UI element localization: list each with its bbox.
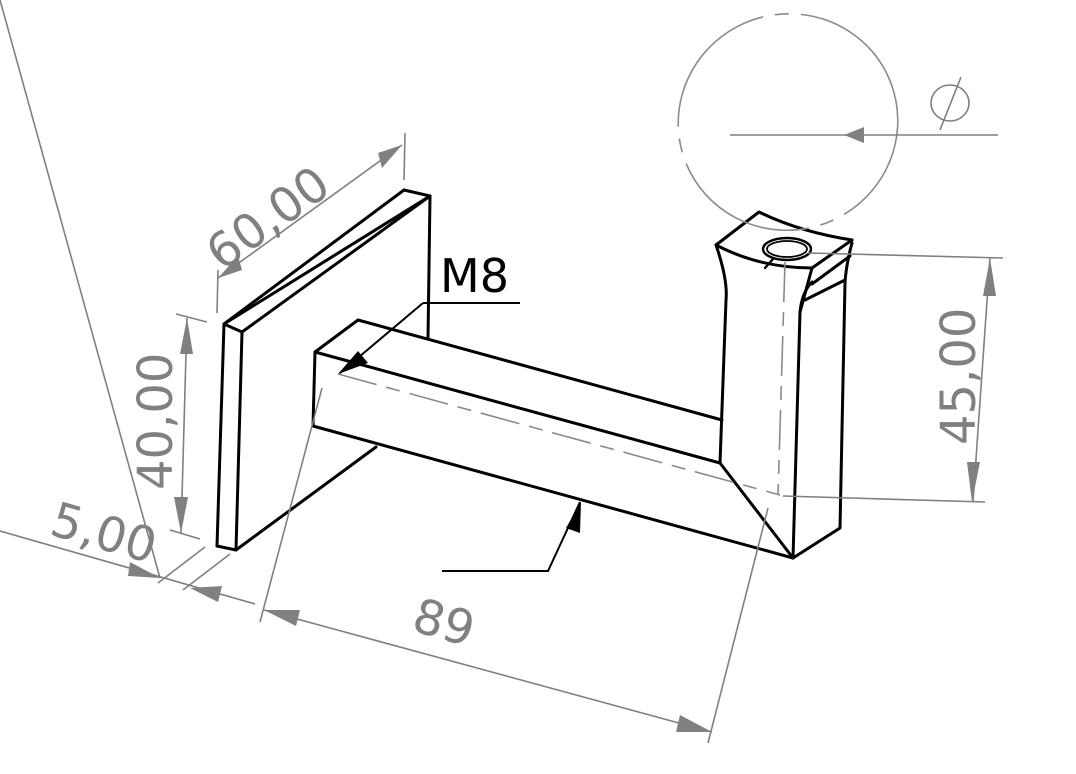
dim-5-label: 5,00 bbox=[45, 492, 163, 575]
dim-60-label: 60,00 bbox=[196, 156, 340, 282]
saddle-post bbox=[714, 210, 854, 560]
dimension-plate-height: 40,00 bbox=[128, 313, 208, 540]
arm bbox=[311, 318, 795, 560]
dim-40-label: 40,00 bbox=[128, 353, 184, 490]
m8-label: M8 bbox=[440, 249, 509, 303]
wall-plate bbox=[215, 188, 432, 552]
dimension-rail-diameter bbox=[730, 76, 998, 143]
surface-leader bbox=[442, 501, 581, 572]
dim-45-label: 45,00 bbox=[931, 308, 987, 445]
dimension-saddle-height: 45,00 bbox=[782, 252, 1004, 503]
center-lines bbox=[337, 12, 899, 496]
dim-89-label: 89 bbox=[407, 588, 481, 659]
thread-callout: M8 bbox=[338, 249, 520, 374]
dimension-plate-width: 60,00 bbox=[196, 132, 406, 314]
dimension-arm-length: 89 bbox=[259, 387, 769, 744]
